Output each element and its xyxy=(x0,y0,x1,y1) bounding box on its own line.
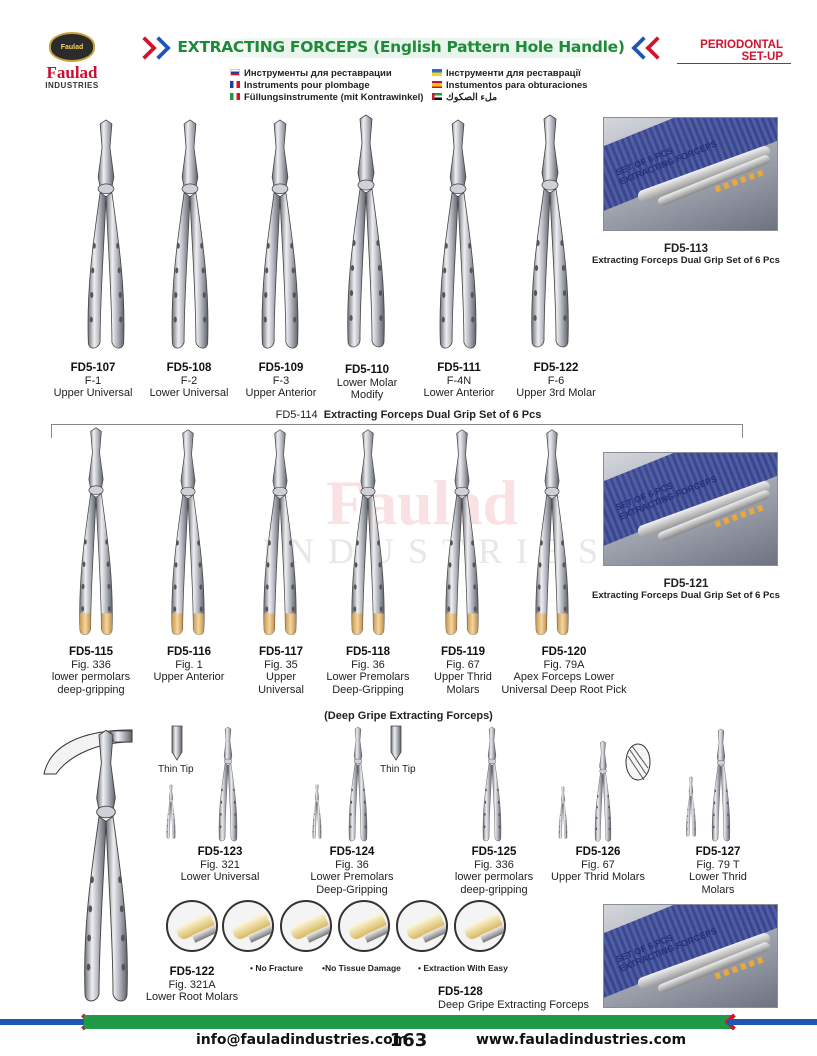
page-title: EXTRACTING FORCEPS (English Pattern Hole… xyxy=(177,38,625,56)
logo-name: Faulad xyxy=(46,63,98,82)
flag-it-icon xyxy=(230,92,240,100)
forceps-image xyxy=(432,428,492,640)
forceps-image xyxy=(76,118,136,354)
brand-logo: Faulad Faulad INDUSTRIES xyxy=(26,32,118,92)
title-bar: EXTRACTING FORCEPS (English Pattern Hole… xyxy=(133,36,669,60)
tip-detail-image xyxy=(625,743,651,781)
section-tag: PERIODONTAL SET-UP xyxy=(677,39,791,64)
forceps-image xyxy=(66,426,126,640)
row2-label: FD5-114 Extracting Forceps Dual Grip Set… xyxy=(275,409,542,421)
feature-detail-image xyxy=(166,900,218,952)
feature-label: • No Fracture xyxy=(250,963,304,973)
flag-fr-icon xyxy=(230,80,240,88)
forceps-image xyxy=(338,428,398,640)
logo-subtitle: INDUSTRIES xyxy=(45,81,99,90)
language-item: Instumentos para obturaciones xyxy=(432,80,587,91)
title-stripe xyxy=(194,38,628,58)
feature-detail-image xyxy=(280,900,332,952)
logo-badge: Faulad xyxy=(49,32,95,62)
forceps-image xyxy=(522,428,582,640)
forceps-image xyxy=(200,726,256,844)
language-item: ملء الصكوك xyxy=(432,92,497,103)
language-item: Instruments pour plombage xyxy=(230,80,370,91)
footer-email-link[interactable]: info@fauladindustries.com xyxy=(196,1032,408,1048)
flag-ae-icon xyxy=(432,92,442,100)
feature-label: • Extraction With Easy xyxy=(418,963,508,973)
section-underline xyxy=(677,63,791,64)
footer-blue-stripe xyxy=(727,1019,817,1025)
feature-detail-image xyxy=(396,900,448,952)
feature-detail-image xyxy=(222,900,274,952)
forceps-image xyxy=(158,428,218,640)
forceps-image xyxy=(250,118,310,354)
forceps-small-image xyxy=(160,784,182,840)
forceps-small-image xyxy=(306,784,328,840)
footer-blue-stripe xyxy=(0,1019,90,1025)
forceps-image xyxy=(330,726,386,844)
page-number: 163 xyxy=(389,1030,428,1051)
forceps-image xyxy=(336,112,396,354)
forceps-image xyxy=(160,118,220,354)
language-item: Füllungsinstrumente (mit Kontrawinkel) xyxy=(230,92,423,103)
thin-tip-label: Thin Tip xyxy=(158,764,194,775)
language-item: Інструменти для реставрації xyxy=(432,68,581,79)
forceps-image xyxy=(520,112,580,354)
thin-tip-icon xyxy=(390,725,402,761)
deep-gripe-title: (Deep Gripe Extracting Forceps) xyxy=(324,710,493,722)
forceps-image xyxy=(250,428,310,640)
flag-ru-icon xyxy=(230,68,240,76)
forceps-image xyxy=(694,728,748,844)
language-item: Инструменты для реставрации xyxy=(230,68,392,79)
thin-tip-icon xyxy=(171,725,183,761)
group-bracket xyxy=(51,424,743,438)
forceps-small-image xyxy=(552,786,574,840)
forceps-image xyxy=(464,726,520,844)
forceps-image xyxy=(64,728,148,1008)
feature-detail-image xyxy=(454,900,506,952)
flag-es-icon xyxy=(432,80,442,88)
footer-bar xyxy=(0,1013,817,1031)
footer-green-stripe xyxy=(84,1015,733,1029)
thin-tip-label: Thin Tip xyxy=(380,764,416,775)
footer-website-link[interactable]: www.fauladindustries.com xyxy=(476,1032,687,1048)
section-tag-line1: PERIODONTAL xyxy=(700,39,783,51)
feature-detail-image xyxy=(338,900,390,952)
feature-label: •No Tissue Damage xyxy=(322,963,401,973)
flag-ua-icon xyxy=(432,68,442,76)
section-tag-line2: SET-UP xyxy=(741,51,783,63)
forceps-image xyxy=(428,118,488,354)
